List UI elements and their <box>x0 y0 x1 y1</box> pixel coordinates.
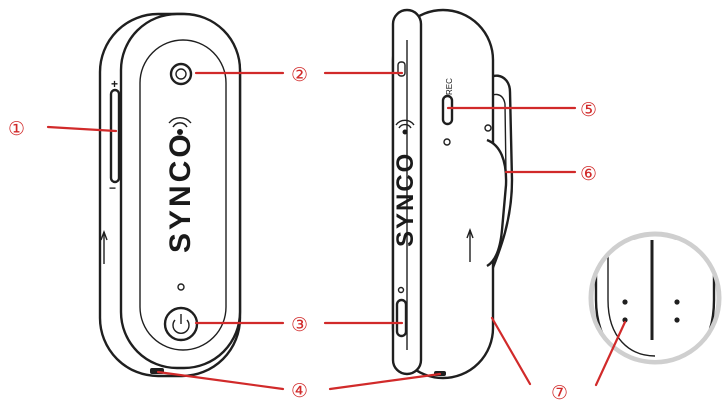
microphone-hole-inner <box>175 68 187 80</box>
callout-6: ⑥ <box>580 163 597 185</box>
clip-pivot <box>484 124 492 132</box>
side-led-dot <box>397 286 405 294</box>
side-view-device: SYNCO REC <box>391 8 514 380</box>
signal-waves-icon <box>168 117 192 135</box>
leader-1 <box>46 125 118 133</box>
clip-arm <box>486 138 508 268</box>
callout-2: ② <box>291 64 308 86</box>
volume-minus-sign: − <box>109 181 116 195</box>
callout-numbers: ① ② ③ ④ ⑤ ⑥ ⑦ <box>8 64 597 404</box>
front-view-device: + − SYNCO <box>98 12 242 378</box>
rec-label: REC <box>445 78 454 95</box>
rec-switch <box>441 94 454 126</box>
callout-leaders <box>46 71 627 391</box>
volume-plus-sign: + <box>111 77 118 91</box>
microphone-hole <box>169 62 193 86</box>
magnified-hole-1 <box>622 299 628 305</box>
magnified-shell <box>594 240 716 360</box>
leader-4-left <box>156 370 285 391</box>
callout-3: ③ <box>291 314 308 336</box>
front-shell <box>119 12 242 370</box>
callout-7: ⑦ <box>551 382 568 404</box>
magnified-hole-2 <box>622 317 628 323</box>
magnified-hole-3 <box>674 299 680 305</box>
brand-logo: SYNCO <box>164 131 197 253</box>
leader-7-right <box>594 320 627 387</box>
status-led <box>177 283 185 291</box>
callout-5: ⑤ <box>580 99 597 121</box>
front-side-arrow-icon <box>100 230 108 241</box>
side-power-button <box>395 298 408 338</box>
side-brand-logo: SYNCO <box>392 152 419 247</box>
side-signal-waves-icon <box>395 119 415 135</box>
side-microphone-hole <box>397 61 406 77</box>
leader-4-right <box>328 372 442 391</box>
callout-1: ① <box>8 118 25 140</box>
side-status-led <box>443 138 451 146</box>
volume-rocker <box>109 88 121 184</box>
side-arrow-icon <box>466 228 474 239</box>
leader-7-left <box>490 316 532 386</box>
magnifier-detail <box>588 231 722 365</box>
magnified-hole-4 <box>674 317 680 323</box>
magnified-inner-edge <box>607 240 656 357</box>
front-face-panel <box>139 39 227 351</box>
callout-4: ④ <box>291 380 308 402</box>
power-icon <box>172 314 190 334</box>
